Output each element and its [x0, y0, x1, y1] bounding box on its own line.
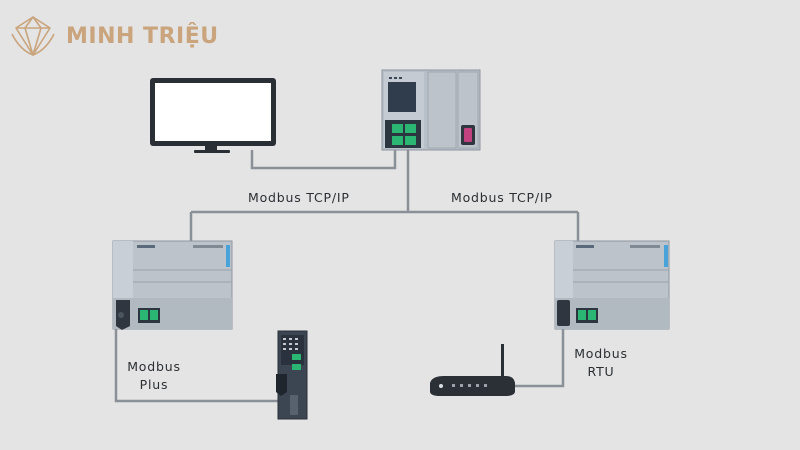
right-plc-icon [554, 240, 670, 330]
label-modbus-rtu: Modbus RTU [573, 346, 629, 379]
io-module-icon [276, 330, 308, 420]
label-modbus-rtu-line2: RTU [587, 364, 615, 379]
label-modbus-rtu-line1: Modbus [574, 346, 628, 361]
label-modbus-plus-line1: Modbus [127, 359, 181, 374]
label-modbus-tcp-left: Modbus TCP/IP [248, 190, 350, 205]
diamond-logo-icon [11, 16, 55, 56]
label-modbus-plus-line2: Plus [139, 377, 169, 392]
wire-monitor-to-master [250, 150, 397, 170]
wire-modbus-rtu [512, 325, 565, 388]
router-icon [430, 344, 515, 396]
monitor-icon [150, 78, 276, 153]
label-modbus-plus: Modbus Plus [126, 359, 182, 392]
left-plc-icon [112, 240, 233, 330]
master-plc-icon [381, 69, 481, 151]
brand-logo: MINH TRIỆU [10, 14, 219, 58]
brand-name: MINH TRIỆU [66, 23, 219, 49]
label-modbus-tcp-right: Modbus TCP/IP [451, 190, 553, 205]
